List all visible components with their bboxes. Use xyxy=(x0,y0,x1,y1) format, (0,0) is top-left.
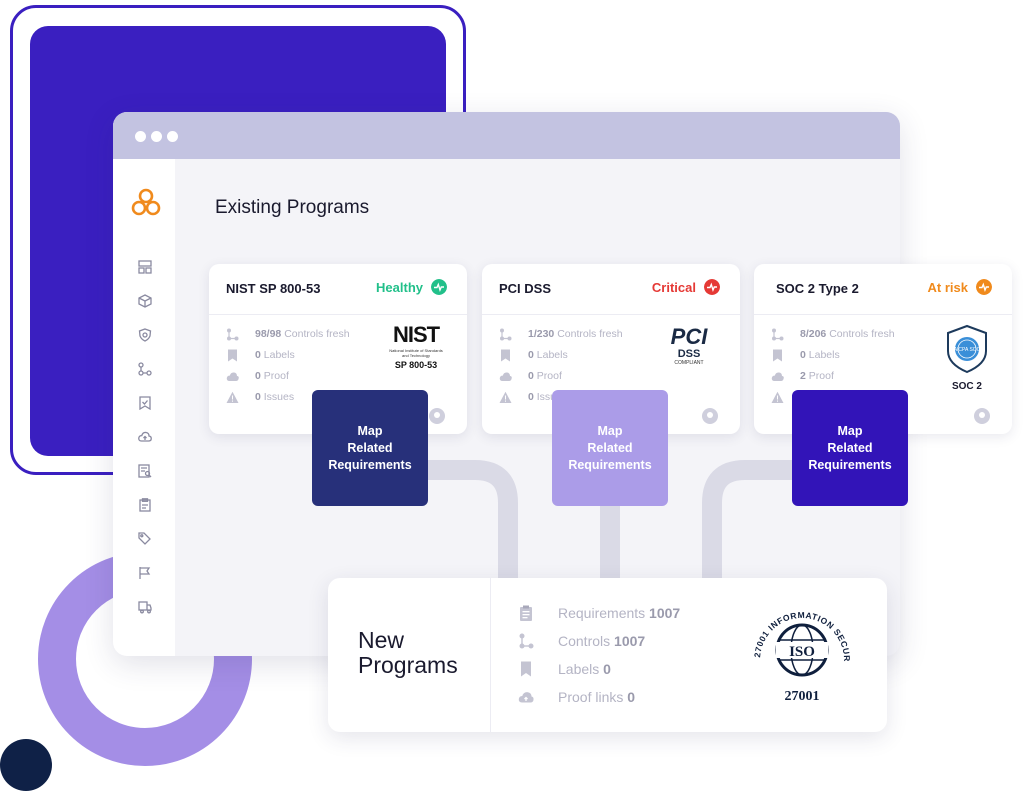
avatar[interactable] xyxy=(702,408,718,424)
warning-icon xyxy=(226,391,239,403)
hierarchy-icon xyxy=(227,328,239,341)
clipboard-icon[interactable] xyxy=(138,498,152,512)
svg-text:ISO: ISO xyxy=(789,644,815,660)
pulse-icon xyxy=(976,279,992,295)
divider xyxy=(490,578,491,732)
flag-icon[interactable] xyxy=(138,566,152,580)
program-name: SOC 2 Type 2 xyxy=(776,281,859,296)
cloud-upload-icon xyxy=(771,372,784,381)
bookmark-icon xyxy=(228,349,237,362)
app-logo-icon xyxy=(131,188,161,216)
svg-text:AICPA SOC: AICPA SOC xyxy=(954,347,981,353)
soc-shield-icon: AICPA SOC xyxy=(947,324,987,374)
card-header: SOC 2 Type 2 At risk xyxy=(754,264,1012,315)
new-programs-title: New Programs xyxy=(358,627,458,678)
cube-icon[interactable] xyxy=(138,294,152,308)
pulse-icon xyxy=(431,279,447,295)
bookmark-icon xyxy=(501,349,510,362)
window-control-dot[interactable] xyxy=(151,131,162,142)
program-name: PCI DSS xyxy=(499,281,552,296)
sidebar xyxy=(113,159,175,656)
status-badge: Critical xyxy=(651,280,696,295)
dashboard-icon[interactable] xyxy=(138,260,152,274)
document-search-icon[interactable] xyxy=(138,464,152,478)
cloud-upload-icon xyxy=(499,372,512,381)
card-header: NIST SP 800-53 Healthy xyxy=(209,264,467,315)
avatar[interactable] xyxy=(974,408,990,424)
bookmark-check-icon[interactable] xyxy=(138,396,152,410)
avatar[interactable] xyxy=(429,408,445,424)
cloud-upload-icon xyxy=(518,692,534,703)
bookmark-icon xyxy=(773,349,782,362)
iso-27001-badge: ISO 27001 INFORMATION SECURITY ISO 27001 xyxy=(746,598,851,704)
nist-logo: NIST National Institute of Standards and… xyxy=(389,322,443,371)
decorative-dot xyxy=(0,739,52,791)
hierarchy-icon xyxy=(519,633,534,649)
clipboard-icon xyxy=(520,605,532,621)
svg-text:27001: 27001 xyxy=(785,689,820,704)
shield-icon[interactable] xyxy=(138,328,152,342)
status-badge: At risk xyxy=(927,280,968,295)
window-control-dot[interactable] xyxy=(135,131,146,142)
truck-icon[interactable] xyxy=(138,600,152,614)
window-titlebar xyxy=(113,112,900,159)
hierarchy-icon xyxy=(772,328,784,341)
warning-icon xyxy=(771,391,784,403)
hierarchy-icon[interactable] xyxy=(138,362,152,376)
card-header: PCI DSS Critical xyxy=(482,264,740,315)
window-control-dot[interactable] xyxy=(167,131,178,142)
warning-icon xyxy=(499,391,512,403)
cloud-upload-icon xyxy=(226,372,239,381)
page-title: Existing Programs xyxy=(215,197,370,218)
bookmark-icon xyxy=(521,661,531,677)
pci-dss-logo: PCI DSS COMPLIANT xyxy=(670,324,708,367)
program-name: NIST SP 800-53 xyxy=(226,281,321,296)
hierarchy-icon xyxy=(500,328,512,341)
new-programs-card[interactable]: New Programs Requirements 1007 Controls … xyxy=(328,578,887,732)
soc2-badge: AICPA SOC SOC 2 xyxy=(942,324,992,392)
pulse-icon xyxy=(704,279,720,295)
tags-icon[interactable] xyxy=(138,532,152,546)
status-badge: Healthy xyxy=(376,280,423,295)
cloud-upload-icon[interactable] xyxy=(138,430,152,444)
